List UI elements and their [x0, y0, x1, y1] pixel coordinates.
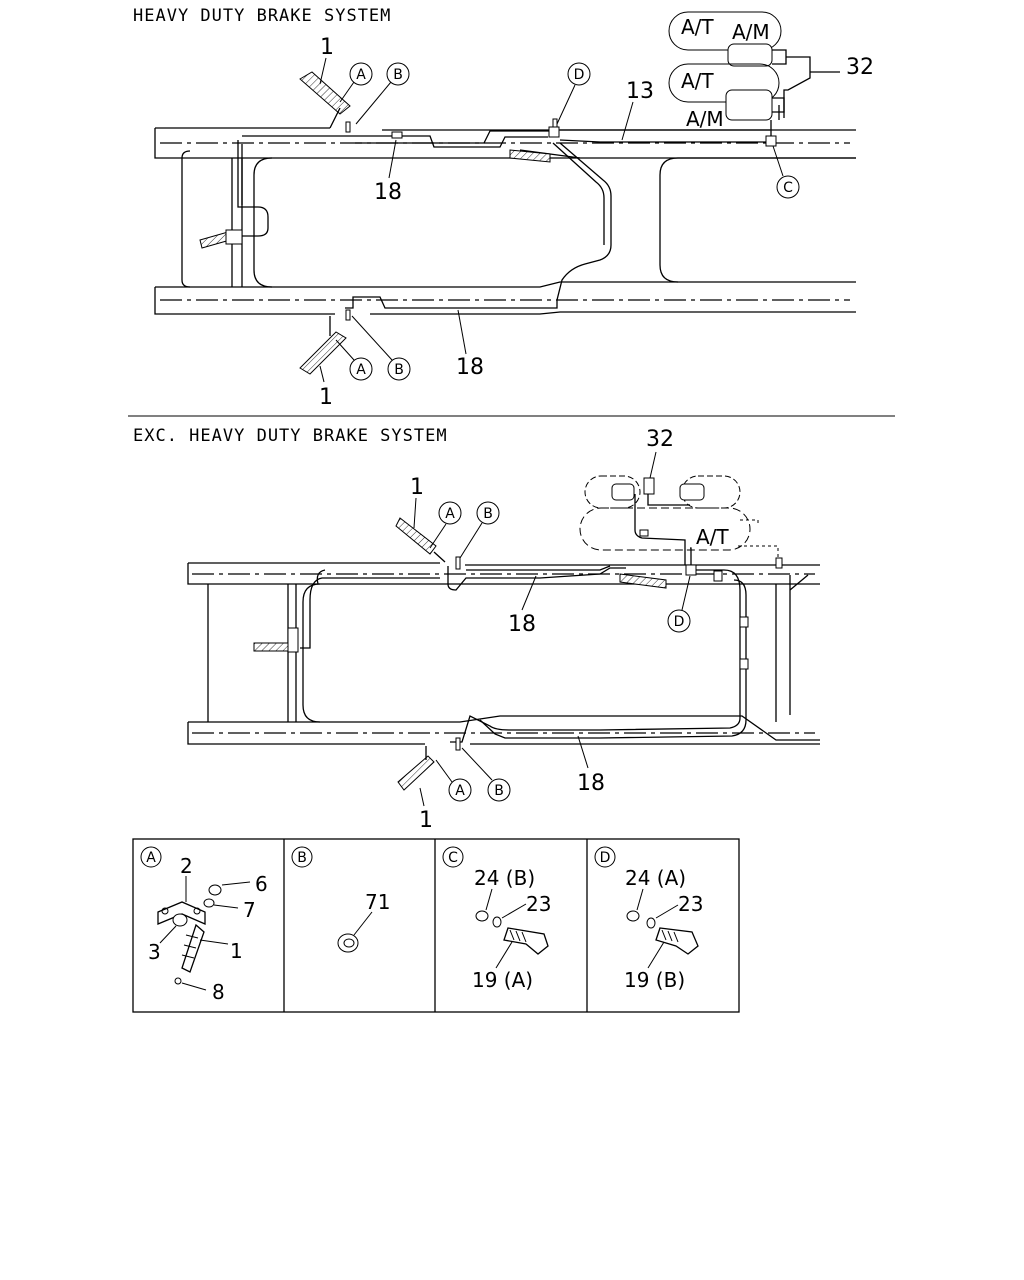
heavy-tank-upper: [668, 11, 782, 51]
detail-c-callout: C: [448, 850, 458, 866]
exc-callouts: A B D A B: [429, 501, 691, 802]
exc-heavy-duty-title: EXC. HEAVY DUTY BRAKE SYSTEM: [133, 426, 448, 446]
heavy-callout-d: D: [574, 67, 585, 83]
heavy-label-at-1: A/T: [681, 15, 714, 39]
heavy-label-1-top: 1: [320, 35, 334, 60]
exc-hose-front-left: [395, 517, 437, 555]
detail-a-label-8: 8: [212, 980, 225, 1004]
detail-b-callout: B: [297, 850, 307, 866]
heavy-label-at-2: A/T: [681, 69, 714, 93]
detail-c-label-19: 19 (A): [472, 968, 533, 992]
heavy-label-am-2: A/M: [686, 107, 724, 131]
exc-label-at: A/T: [696, 525, 729, 549]
exc-air-tanks: [579, 475, 783, 569]
heavy-callout-b-bottom: B: [394, 362, 404, 378]
detail-b-grommet: [337, 933, 359, 953]
detail-panel-c: C 24 (B) 23 19 (A): [442, 846, 551, 992]
detail-c-union-bolt: [503, 927, 549, 955]
detail-a-label-7: 7: [243, 898, 256, 922]
detail-b-label-71: 71: [365, 890, 390, 914]
exc-label-18-top: 18: [508, 612, 536, 637]
heavy-hose-front-right: [509, 149, 551, 163]
detail-a-label-1: 1: [230, 939, 243, 963]
heavy-junction-d: [548, 126, 560, 138]
detail-c-label-24: 24 (B): [474, 866, 535, 890]
heavy-part-numbers: 1 18 13 32 A/T A/M A/T A/M 18 1: [319, 15, 874, 410]
detail-panel-a: A 2 6 7 3 1 8: [140, 846, 268, 1004]
detail-panel-b: B 71: [291, 846, 390, 953]
heavy-callout-c: C: [783, 180, 793, 196]
heavy-duty-title: HEAVY DUTY BRAKE SYSTEM: [133, 6, 391, 26]
exc-part-numbers: 1 32 A/T 18 18 1: [410, 427, 729, 833]
heavy-label-18-bottom: 18: [456, 355, 484, 380]
heavy-hose-rear-left: [299, 331, 347, 375]
heavy-tank-lower: [668, 63, 780, 103]
heavy-callouts: A B D C A B: [335, 62, 800, 381]
exc-tank-left: [584, 475, 641, 509]
exc-frame: [187, 562, 820, 745]
heavy-label-am-1: A/M: [732, 20, 770, 44]
heavy-label-1-bottom: 1: [319, 385, 333, 410]
detail-a-label-2: 2: [180, 854, 193, 878]
detail-d-label-24: 24 (A): [625, 866, 686, 890]
exc-label-1-bottom: 1: [419, 808, 433, 833]
detail-d-callout: D: [600, 850, 611, 866]
heavy-callout-a-bottom: A: [356, 362, 366, 378]
heavy-label-13: 13: [626, 79, 654, 104]
detail-d-union-bolt: [655, 927, 699, 955]
exc-label-18-bottom: 18: [577, 771, 605, 796]
heavy-junction-c: [765, 135, 777, 147]
exc-callout-a-top: A: [445, 506, 455, 522]
detail-a-label-6: 6: [255, 872, 268, 896]
detail-a-bracket: [157, 901, 206, 925]
heavy-hose-front-left: [299, 71, 351, 115]
heavy-brake-pipes: [230, 118, 777, 321]
exc-hose-center: [253, 642, 291, 652]
heavy-brake-hoses: [199, 71, 551, 375]
exc-callout-a-bottom: A: [455, 783, 465, 799]
detail-a-callout: A: [146, 850, 156, 866]
heavy-label-32: 32: [846, 55, 874, 80]
detail-a-label-3: 3: [148, 940, 161, 964]
exc-label-32: 32: [646, 427, 674, 452]
heavy-air-tanks: [668, 11, 840, 121]
heavy-label-18-top: 18: [374, 180, 402, 205]
detail-d-label-19: 19 (B): [624, 968, 685, 992]
exc-hose-front-right: [619, 573, 667, 589]
heavy-callout-a-top: A: [356, 67, 366, 83]
exc-hose-rear-left: [397, 755, 435, 791]
exc-brake-pipes: [300, 547, 749, 751]
exc-callout-b-top: B: [483, 506, 493, 522]
detail-d-label-23: 23: [678, 892, 703, 916]
detail-c-label-23: 23: [526, 892, 551, 916]
detail-panels: A 2 6 7 3 1 8 B: [132, 838, 740, 1013]
exc-brake-hoses: [253, 517, 667, 791]
exc-junction-d: [685, 564, 697, 576]
exc-label-1-top: 1: [410, 475, 424, 500]
detail-panel-d: D 24 (A) 23 19 (B): [594, 846, 703, 992]
heavy-pipe-clip: [391, 131, 403, 139]
exc-callout-d: D: [674, 614, 685, 630]
exc-callout-b-bottom: B: [494, 783, 504, 799]
exc-tank-lower: [579, 507, 751, 551]
heavy-callout-b-top: B: [393, 67, 403, 83]
heavy-frame: [154, 127, 856, 315]
